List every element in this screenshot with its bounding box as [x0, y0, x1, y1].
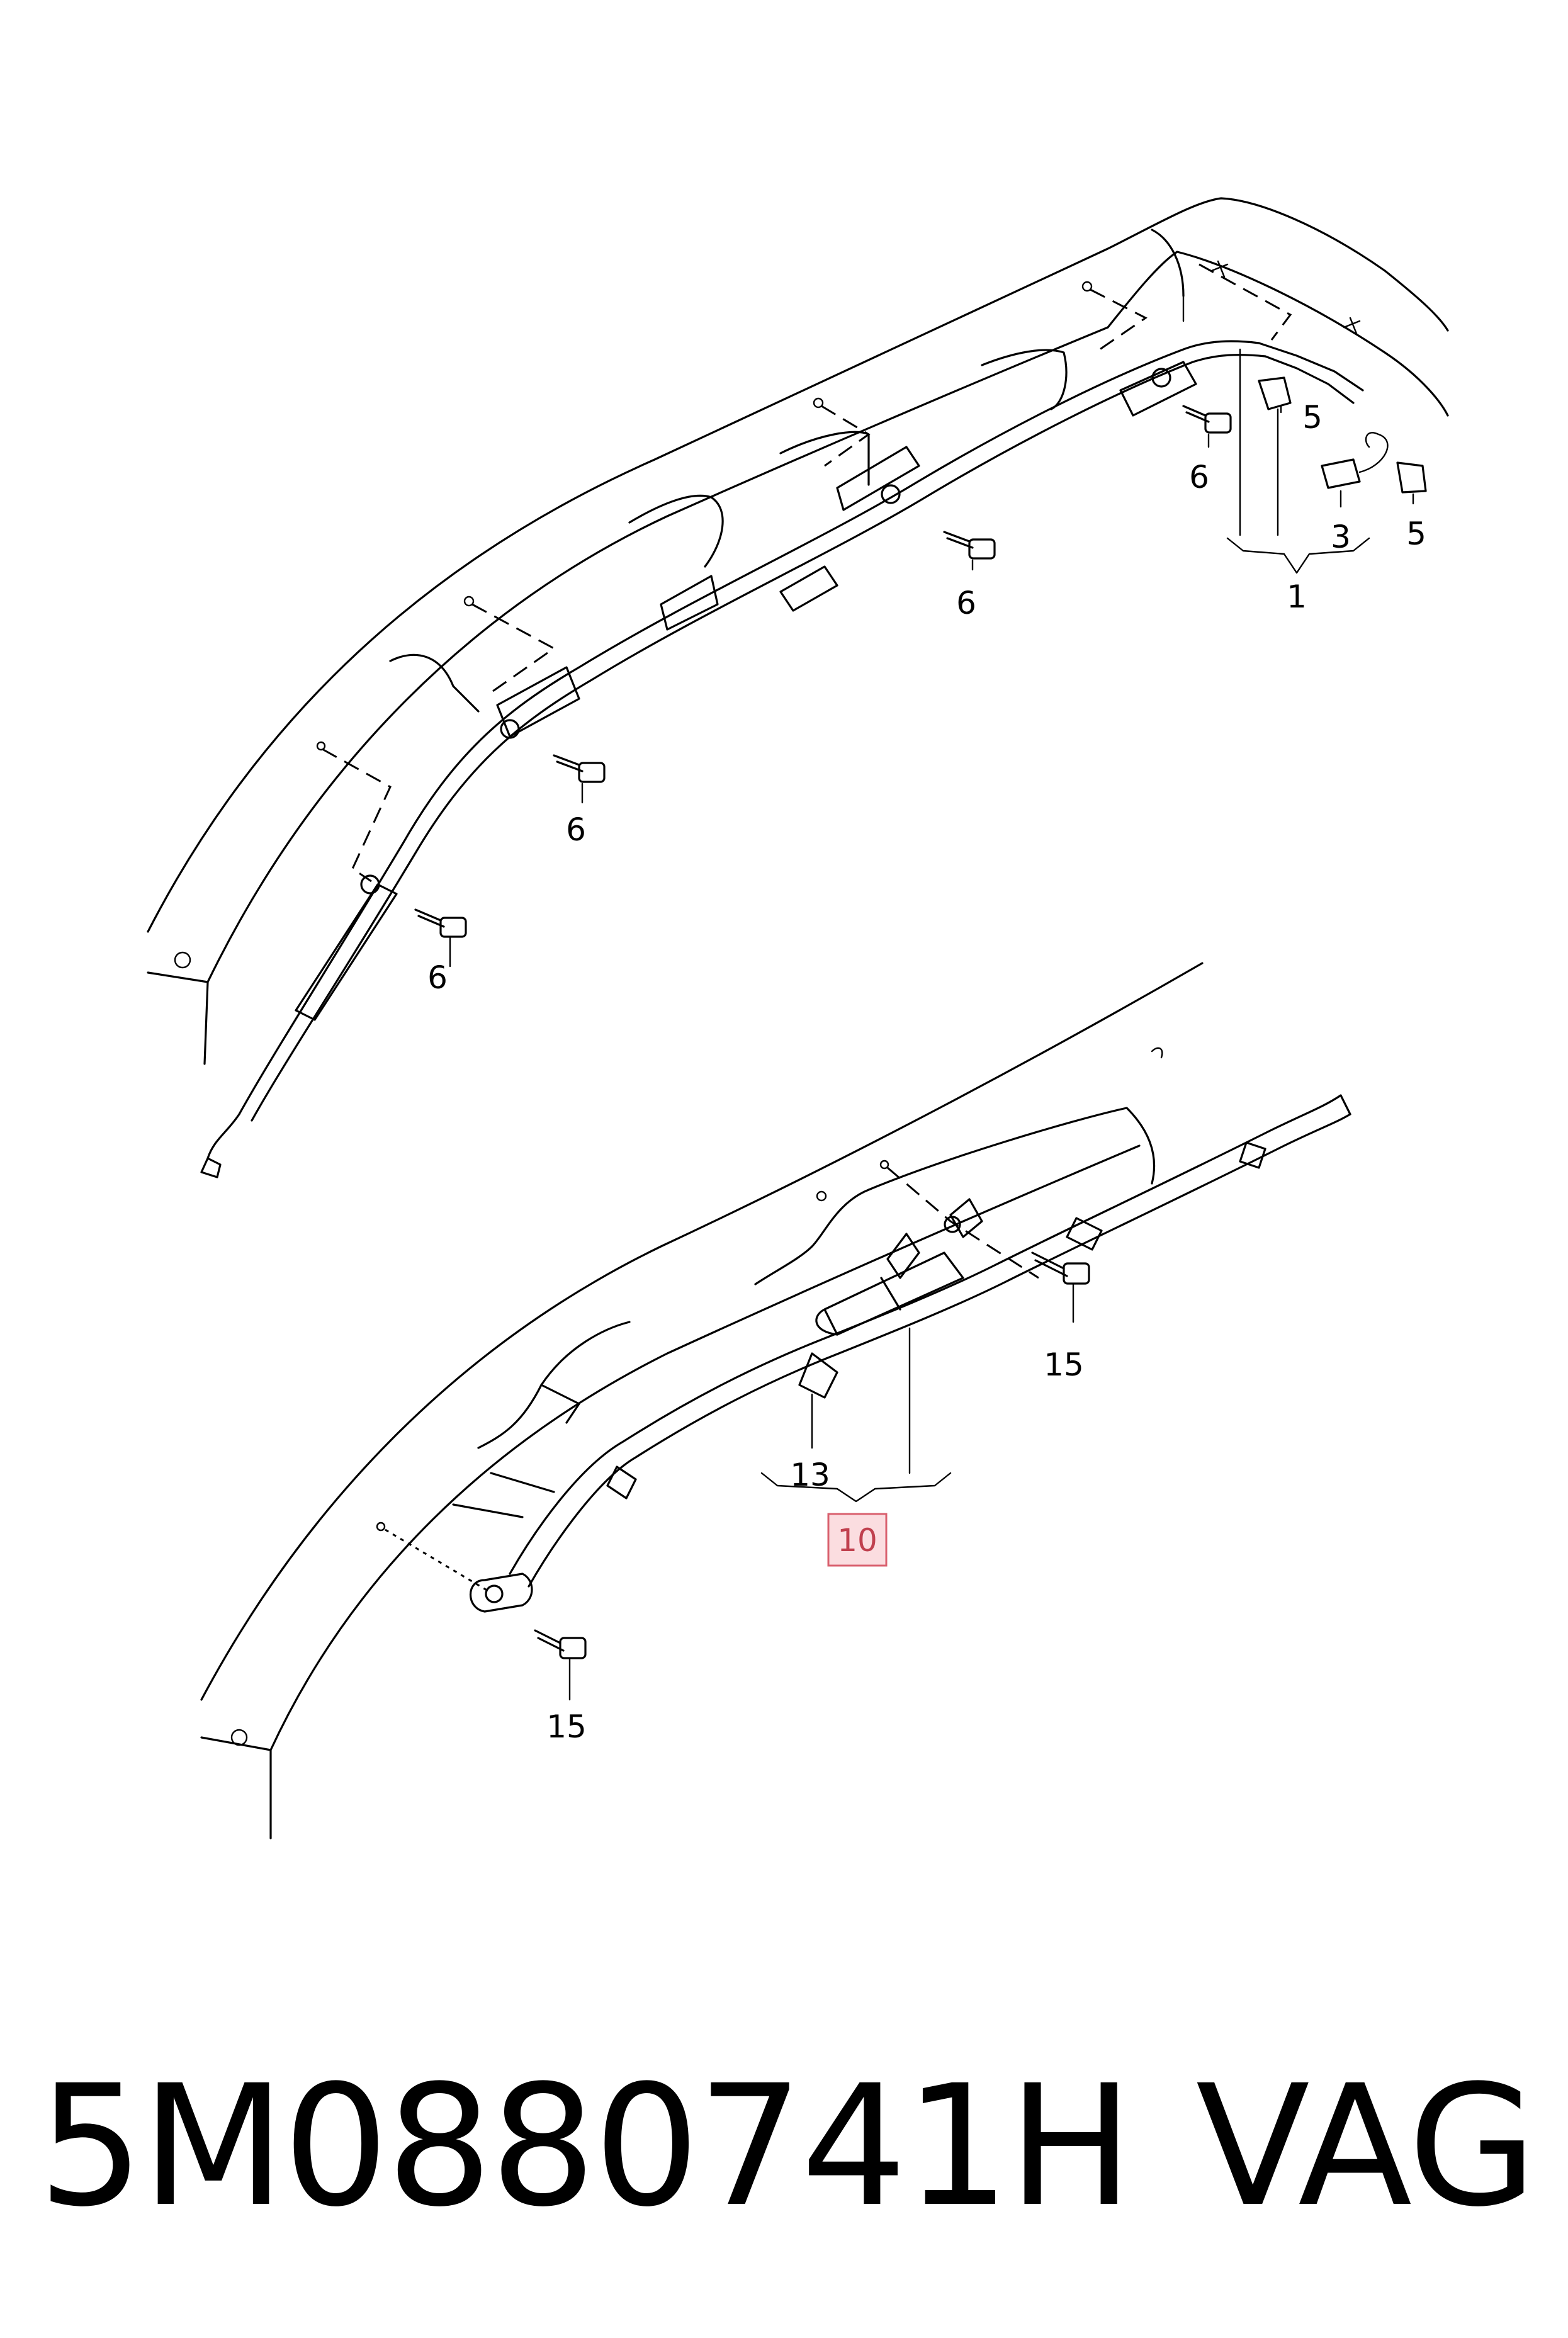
- upper-curtain-airbag: [200, 340, 1364, 1178]
- screw-6d: [1182, 405, 1232, 448]
- connector-3: [1321, 432, 1389, 508]
- upper-leaders: [1226, 348, 1370, 574]
- lower-fasteners: [534, 1251, 1090, 1701]
- callout-6c: 6: [566, 811, 586, 848]
- callout-13: 13: [790, 1457, 830, 1493]
- callout-6b: 6: [956, 585, 976, 621]
- footer: 5M0880741H VAG: [38, 2050, 1537, 2244]
- callout-10-highlight[interactable]: 10: [827, 1513, 888, 1567]
- callout-10: 10: [837, 1522, 877, 1559]
- callout-1: 1: [1287, 579, 1307, 615]
- callout-5a: 5: [1302, 399, 1323, 436]
- lower-curtain-airbag: [470, 1094, 1351, 1613]
- upper-roof-frame: [147, 197, 1449, 1065]
- lower-leaders: [760, 1327, 952, 1503]
- screw-6a: [414, 908, 467, 968]
- highlight-box: [827, 1513, 888, 1567]
- nut-5a: [1258, 376, 1292, 414]
- callout-6d: 6: [427, 959, 448, 996]
- screw-15b: [534, 1629, 587, 1701]
- lower-roof-frame: [200, 962, 1204, 1839]
- callout-15b: 15: [546, 1708, 587, 1745]
- part-number: 5M0880741H: [38, 2050, 1134, 2244]
- nut-5b: [1396, 461, 1427, 505]
- screw-6b: [553, 754, 606, 804]
- brand-name: VAG: [1195, 2050, 1537, 2244]
- callout-15a: 15: [1044, 1347, 1084, 1383]
- screw-15a: [1031, 1251, 1090, 1323]
- upper-fasteners: [414, 260, 1427, 968]
- callout-3: 3: [1331, 519, 1351, 555]
- screw-6c: [943, 531, 996, 571]
- callout-5b: 5: [1406, 516, 1426, 552]
- callout-6a: 6: [1189, 459, 1209, 495]
